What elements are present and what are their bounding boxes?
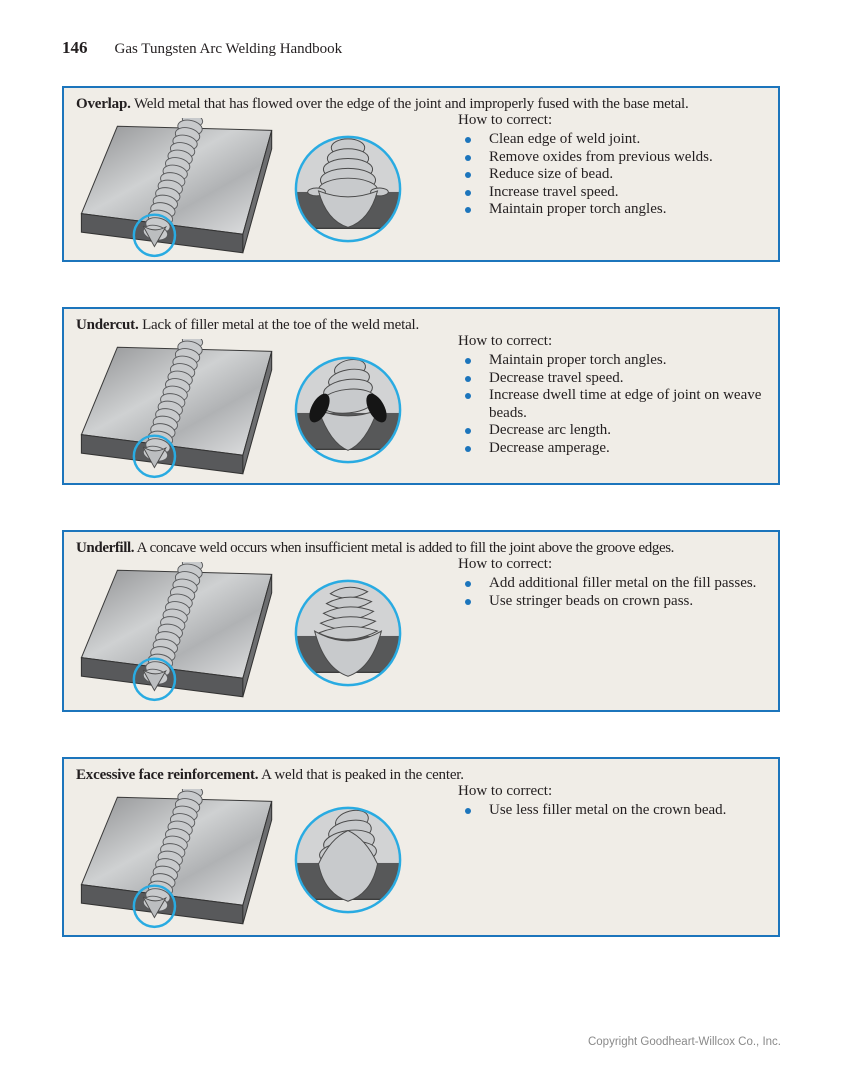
defect-term: Underfill.: [76, 540, 135, 556]
how-to-correct-label: How to correct:: [458, 333, 553, 349]
correction-list: Add additional filler metal on the fill …: [458, 575, 778, 610]
defect-term: Excessive face reinforcement.: [76, 767, 259, 783]
bullet-icon: [465, 445, 471, 452]
correction-item: Use less filler metal on the crown bead.: [458, 802, 778, 820]
underfill-cross-section-illustration: [294, 579, 402, 687]
defect-term: Undercut.: [76, 317, 139, 333]
defect-title: Overlap. Weld metal that has flowed over…: [64, 88, 778, 114]
weld-plate-3d-illustration: [76, 339, 274, 483]
copyright-notice: Copyright Goodheart-Willcox Co., Inc.: [587, 1036, 781, 1048]
weld-plate-3d-illustration: [76, 789, 274, 933]
how-to-correct-label: How to correct:: [458, 556, 553, 572]
bullet-icon: [465, 428, 471, 434]
page-header: 146 Gas Tungsten Arc Welding Handbook: [62, 38, 342, 58]
how-to-correct: How to correct: Clean edge of weld joint…: [458, 111, 778, 219]
defect-title: Excessive face reinforcement. A weld tha…: [64, 759, 778, 785]
bullet-icon: [465, 808, 471, 814]
highlight-circle: [294, 356, 402, 464]
correction-list: Use less filler metal on the crown bead.: [458, 802, 778, 820]
how-to-correct: How to correct: Add additional filler me…: [458, 555, 778, 610]
correction-item: Use stringer beads on crown pass.: [458, 593, 778, 611]
correction-item: Decrease travel speed.: [458, 370, 778, 388]
highlight-circle: [294, 135, 402, 243]
how-to-correct-label: How to correct:: [458, 783, 553, 799]
highlight-circle: [294, 579, 402, 687]
correction-item: Decrease amperage.: [458, 440, 778, 458]
page-number: 146: [62, 38, 88, 57]
defect-panel-undercut: Undercut. Lack of filler metal at the to…: [62, 307, 780, 485]
bullet-icon: [465, 189, 471, 196]
correction-item: Maintain proper torch angles.: [458, 201, 778, 219]
bullet-icon: [465, 172, 471, 178]
correction-item: Reduce size of bead.: [458, 166, 778, 184]
how-to-correct: How to correct: Maintain proper torch an…: [458, 332, 778, 457]
overlap-cross-section-illustration: [294, 135, 402, 243]
correction-item: Increase dwell time at edge of joint on …: [458, 387, 778, 422]
correction-item: Add additional filler metal on the fill …: [458, 575, 778, 593]
bullet-icon: [465, 598, 471, 605]
correction-item: Maintain proper torch angles.: [458, 352, 778, 370]
bullet-icon: [465, 137, 471, 143]
weld-bead: [317, 358, 379, 451]
weld-bead: [307, 138, 389, 228]
correction-item: Increase travel speed.: [458, 184, 778, 202]
defect-panel-underfill: Underfill. A concave weld occurs when in…: [62, 530, 780, 712]
correction-list: Maintain proper torch angles. Decrease t…: [458, 352, 778, 457]
defect-title: Undercut. Lack of filler metal at the to…: [64, 309, 778, 335]
bullet-icon: [465, 358, 471, 364]
undercut-groove: [366, 393, 387, 423]
defect-panel-overlap: Overlap. Weld metal that has flowed over…: [62, 86, 780, 262]
excessive-reinforcement-cross-section-illustration: [294, 806, 402, 914]
defect-term: Overlap.: [76, 96, 131, 112]
correction-list: Clean edge of weld joint. Remove oxides …: [458, 131, 778, 219]
highlight-circle: [294, 806, 402, 914]
correction-item: Clean edge of weld joint.: [458, 131, 778, 149]
how-to-correct-label: How to correct:: [458, 112, 553, 128]
defect-panel-excessive-face-reinforcement: Excessive face reinforcement. A weld tha…: [62, 757, 780, 937]
weld-plate-3d-illustration: [76, 118, 274, 262]
bullet-icon: [465, 393, 471, 399]
defect-description: A weld that is peaked in the center.: [261, 767, 464, 783]
bullet-icon: [465, 581, 471, 587]
book-title: Gas Tungsten Arc Welding Handbook: [114, 41, 343, 57]
bullet-icon: [465, 154, 471, 161]
defect-description: A concave weld occurs when insufficient …: [136, 540, 675, 556]
undercut-groove: [309, 393, 330, 423]
weld-bead: [313, 586, 383, 677]
how-to-correct: How to correct: Use less filler metal on…: [458, 782, 778, 820]
defect-title: Underfill. A concave weld occurs when in…: [64, 532, 778, 558]
defect-description: Weld metal that has flowed over the edge…: [133, 96, 689, 112]
correction-item: Remove oxides from previous welds.: [458, 149, 778, 167]
weld-plate-3d-illustration: [76, 562, 274, 706]
bullet-icon: [465, 207, 471, 213]
bullet-icon: [465, 375, 471, 382]
undercut-cross-section-illustration: [294, 356, 402, 464]
defect-description: Lack of filler metal at the toe of the w…: [142, 317, 420, 333]
weld-bead: [318, 809, 378, 902]
correction-item: Decrease arc length.: [458, 422, 778, 440]
